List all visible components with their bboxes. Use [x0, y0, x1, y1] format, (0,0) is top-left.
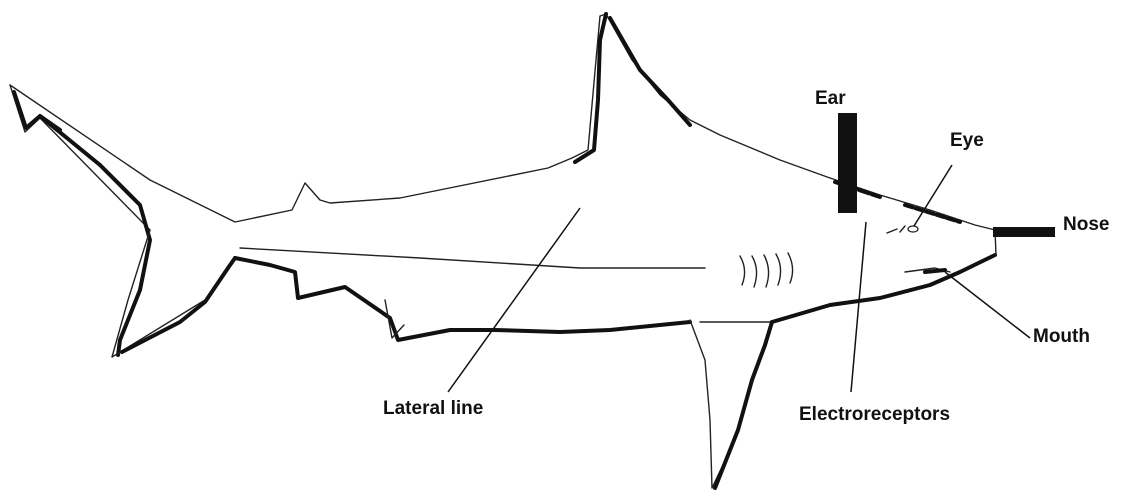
- eye-label: Eye: [950, 130, 984, 151]
- mouth-leader: [945, 272, 1030, 338]
- lateral-line-label: Lateral line: [383, 398, 483, 419]
- electroreceptors-label: Electroreceptors: [799, 404, 950, 425]
- ear-marker: [838, 113, 857, 213]
- nose-label: Nose: [1063, 214, 1109, 235]
- mouth-label: Mouth: [1033, 326, 1090, 347]
- ear-label: Ear: [815, 88, 846, 109]
- nose-marker: [993, 227, 1055, 237]
